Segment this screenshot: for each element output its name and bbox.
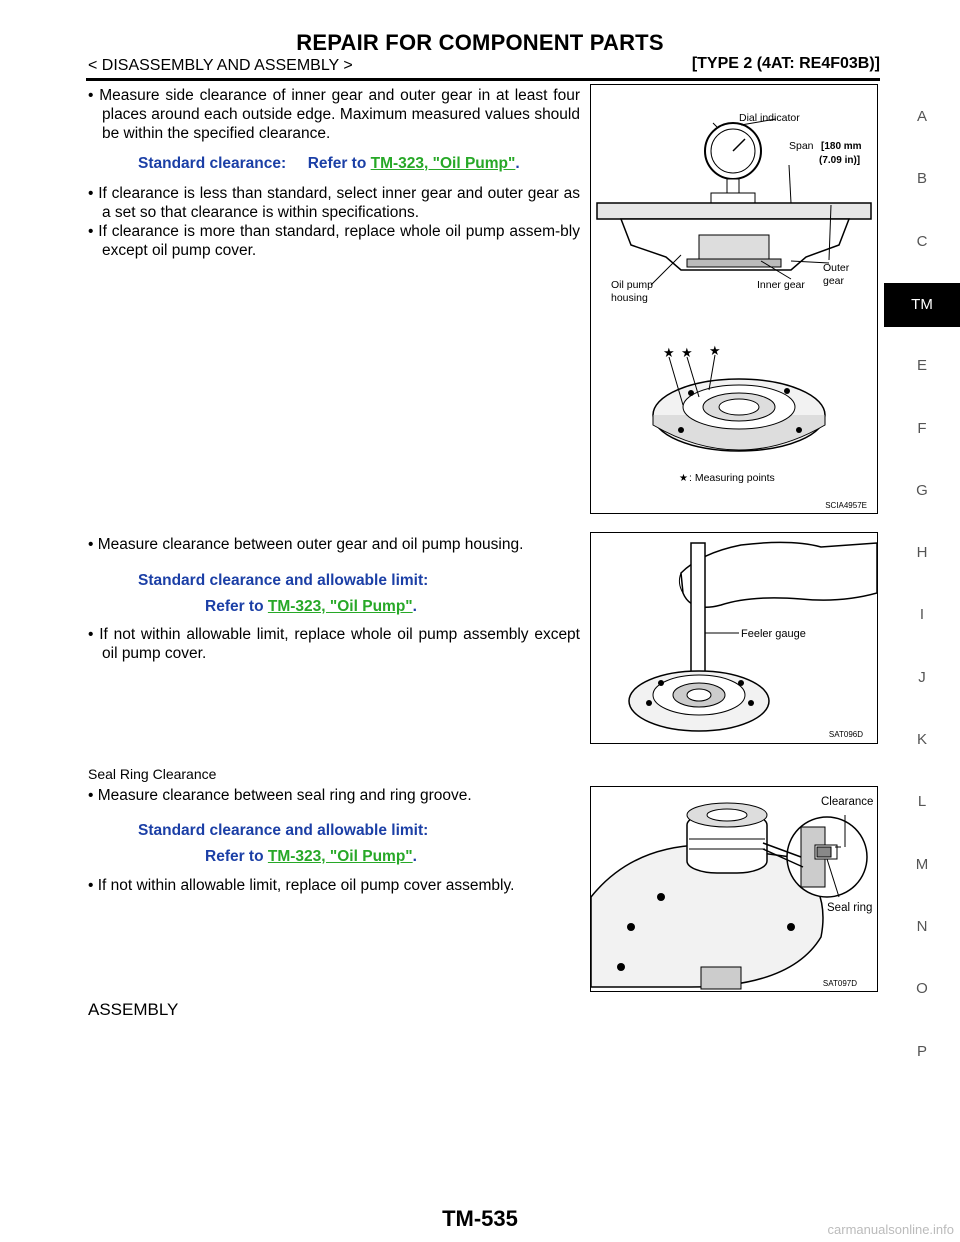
star-icon: ★ bbox=[679, 473, 688, 484]
side-tab-tm[interactable]: TM bbox=[884, 282, 960, 327]
label-measuring-points: : Measuring points bbox=[689, 472, 775, 484]
figure-code: SAT097D bbox=[822, 979, 857, 988]
spec-refer: Refer to bbox=[307, 155, 367, 172]
side-tab-k[interactable]: K bbox=[916, 731, 927, 748]
spec-label: Standard clearance: bbox=[138, 155, 287, 172]
bullet-text: If not within allowable limit, replace o… bbox=[97, 877, 515, 894]
side-tab-f[interactable]: F bbox=[917, 419, 927, 437]
figure-code: SCIA4957E bbox=[825, 501, 867, 510]
header-rule bbox=[86, 78, 880, 81]
bullet-text: If clearance is less than standard, sele… bbox=[98, 185, 580, 221]
side-tab-p[interactable]: P bbox=[916, 1042, 927, 1060]
spec-period: . bbox=[412, 598, 417, 615]
bullet-less-than-standard: • If clearance is less than standard, se… bbox=[88, 185, 580, 221]
bullet-more-than-standard: • If clearance is more than standard, re… bbox=[88, 223, 580, 259]
label-outer: Outer bbox=[823, 262, 850, 274]
label-gear: gear bbox=[823, 275, 845, 287]
side-tab-l[interactable]: L bbox=[917, 793, 927, 811]
bullet-text: If clearance is more than standard, repl… bbox=[98, 223, 580, 259]
side-tab-a[interactable]: A bbox=[916, 108, 927, 125]
label-feeler-gauge: Feeler gauge bbox=[741, 628, 806, 640]
star-icon: ★ bbox=[709, 343, 721, 358]
side-tab-c[interactable]: C bbox=[916, 232, 928, 250]
bullet-measure-seal-ring: • Measure clearance between seal ring an… bbox=[88, 787, 472, 804]
figure-side-clearance: Dial indicator Span [180 mm (7.09 in)] O… bbox=[590, 84, 878, 514]
bullet-measure-outer-gear: • Measure clearance between outer gear a… bbox=[88, 536, 524, 553]
label-span-mm: [180 mm bbox=[821, 141, 862, 152]
section-breadcrumb: < DISASSEMBLY AND ASSEMBLY > bbox=[88, 57, 353, 74]
side-tab-n[interactable]: N bbox=[916, 917, 928, 935]
bullet-not-within-limit: • If not within allowable limit, replace… bbox=[88, 626, 580, 662]
spec-allowable-limit-label: Standard clearance and allowable limit: bbox=[138, 572, 429, 589]
section-index-tabs: A B C TM E F G H I J K L M N O P bbox=[884, 100, 960, 1060]
figure-code: SAT096D bbox=[828, 730, 863, 739]
spec-refer: Refer to bbox=[205, 598, 264, 615]
side-tab-b[interactable]: B bbox=[916, 170, 927, 188]
label-span-in: (7.09 in)] bbox=[819, 155, 860, 166]
figure-feeler-gauge: Feeler gauge SAT096D bbox=[590, 532, 878, 744]
spec-refer: Refer to bbox=[205, 848, 264, 865]
spec-allowable-limit-ref: Refer to TM-323, "Oil Pump". bbox=[205, 598, 417, 616]
page-title: REPAIR FOR COMPONENT PARTS bbox=[296, 30, 664, 55]
section-heading-seal-ring: Seal Ring Clearance bbox=[88, 766, 217, 782]
spec-allowable-limit-ref: Refer to TM-323, "Oil Pump". bbox=[205, 848, 417, 866]
bullet-text: If not within allowable limit, replace w… bbox=[99, 626, 580, 662]
side-tab-j[interactable]: J bbox=[918, 668, 926, 686]
label-oil-pump: Oil pump bbox=[611, 279, 653, 291]
figure-seal-ring-clearance: Clearance Seal ring SAT097D bbox=[590, 786, 878, 992]
page-number: TM-535 bbox=[442, 1206, 518, 1231]
spec-standard-clearance: Standard clearance: Refer to TM-323, "Oi… bbox=[138, 155, 520, 173]
side-tab-o[interactable]: O bbox=[916, 980, 928, 998]
spec-period: . bbox=[412, 848, 417, 865]
star-icon: ★ bbox=[681, 345, 693, 360]
assembly-heading: ASSEMBLY bbox=[88, 1000, 179, 1019]
bullet-side-clearance: • Measure side clearance of inner gear a… bbox=[88, 87, 580, 142]
link-oil-pump[interactable]: TM-323, "Oil Pump" bbox=[267, 598, 413, 615]
bullet-text: Measure side clearance of inner gear and… bbox=[99, 87, 580, 142]
side-tab-m[interactable]: M bbox=[915, 855, 929, 873]
transmission-type: [TYPE 2 (4AT: RE4F03B)] bbox=[691, 55, 880, 72]
link-oil-pump[interactable]: TM-323, "Oil Pump" bbox=[370, 155, 516, 172]
spec-allowable-limit-label: Standard clearance and allowable limit: bbox=[138, 822, 429, 839]
label-inner-gear: Inner gear bbox=[757, 279, 805, 291]
label-clearance: Clearance bbox=[821, 796, 873, 808]
side-tab-e[interactable]: E bbox=[916, 357, 927, 375]
label-span: Span bbox=[789, 140, 814, 152]
label-dial-indicator: Dial indicator bbox=[739, 112, 800, 124]
bullet-text: Measure clearance between seal ring and … bbox=[97, 787, 472, 804]
link-oil-pump[interactable]: TM-323, "Oil Pump" bbox=[267, 848, 413, 865]
side-tab-i[interactable]: I bbox=[919, 606, 925, 624]
bullet-text: Measure clearance between outer gear and… bbox=[97, 536, 524, 553]
star-icon: ★ bbox=[663, 345, 675, 360]
side-tab-h[interactable]: H bbox=[916, 544, 928, 562]
bullet-replace-cover: • If not within allowable limit, replace… bbox=[88, 877, 515, 894]
watermark: carmanualsonline.info bbox=[827, 1222, 954, 1237]
label-seal-ring: Seal ring bbox=[827, 902, 872, 914]
spec-period: . bbox=[515, 155, 520, 172]
side-tab-g[interactable]: G bbox=[916, 481, 928, 499]
label-housing: housing bbox=[611, 292, 648, 304]
